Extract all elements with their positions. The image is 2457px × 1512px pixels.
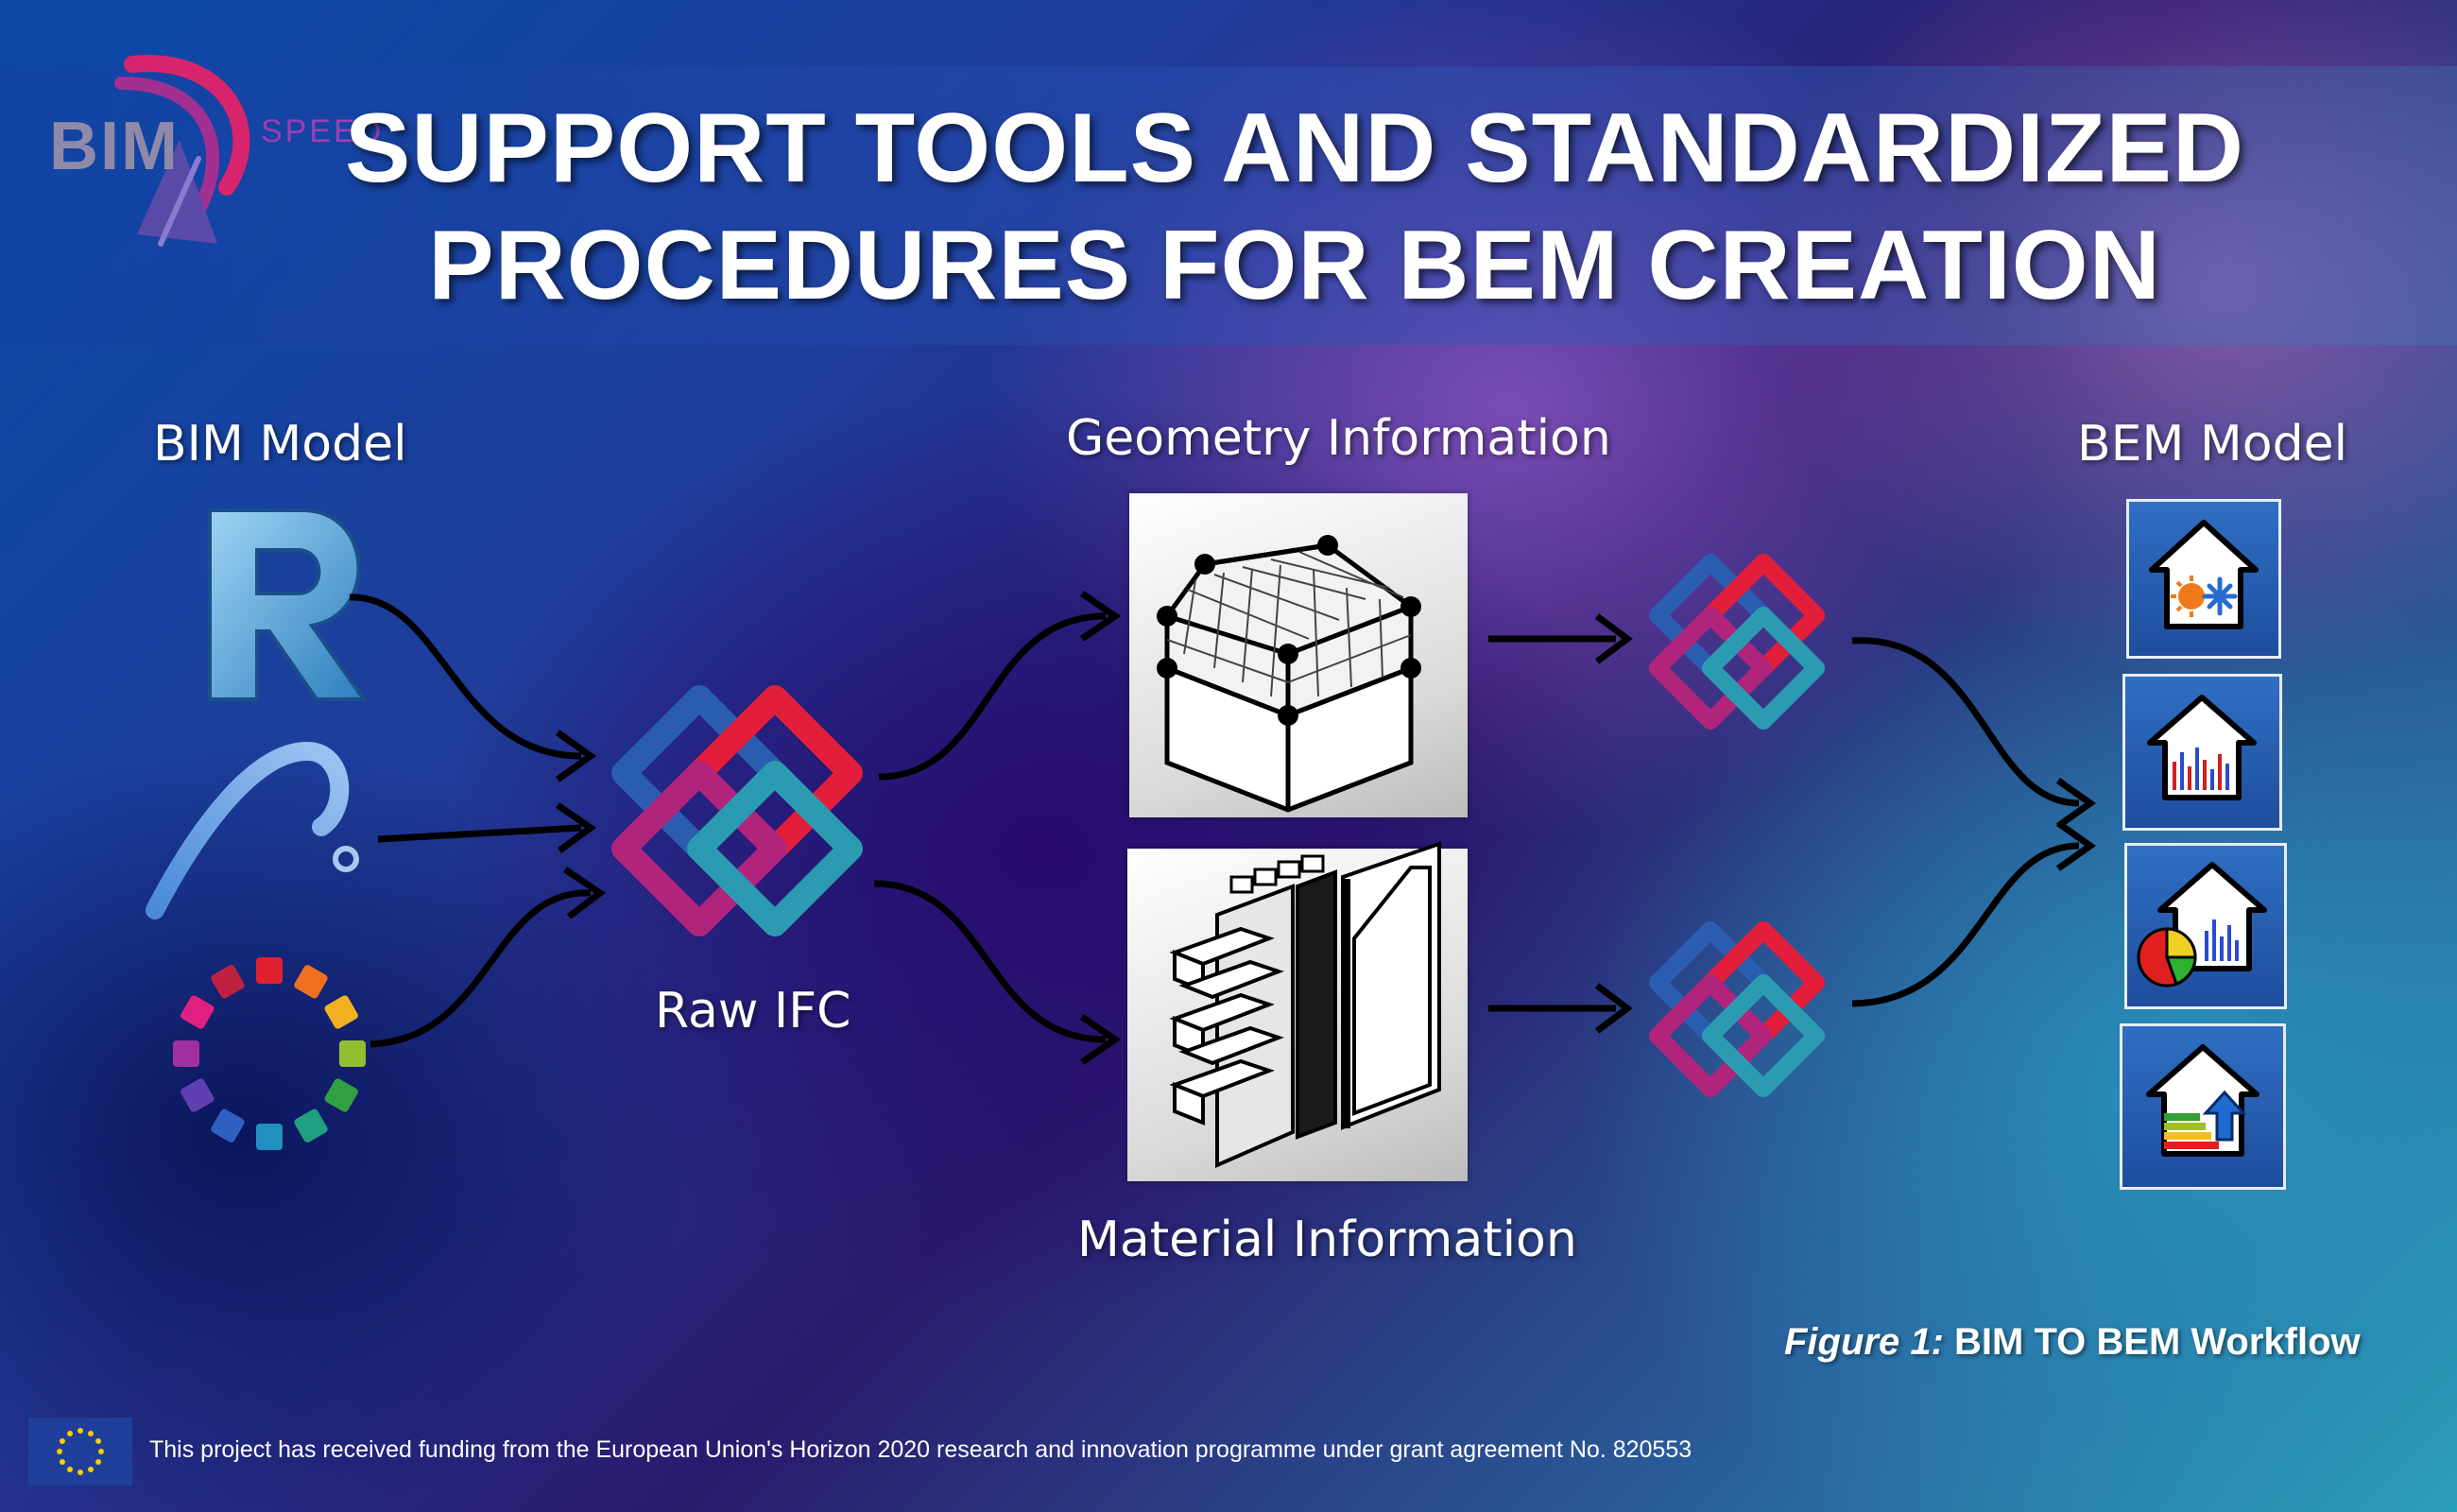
color-wheel-segment (294, 1108, 328, 1143)
arrowhead-7 (1594, 983, 1633, 1034)
color-wheel-segment (211, 965, 245, 999)
color-wheel-segment (339, 1040, 366, 1067)
arrowhead-6 (1594, 613, 1633, 664)
ifc-ring-3 (1648, 973, 1773, 1098)
arrow-ifc-to-bem-top (1851, 637, 2080, 807)
eu-star (77, 1428, 83, 1434)
color-wheel-segment (324, 995, 358, 1029)
eu-star (59, 1438, 65, 1444)
eu-star (98, 1449, 104, 1454)
ifc-logo-geometry-icon (1648, 553, 1826, 730)
geometry-panel (1129, 493, 1468, 817)
eu-star (59, 1459, 65, 1465)
bim-model-label: BIM Model (153, 416, 407, 472)
arrowhead-2 (556, 802, 597, 853)
ifc-ring-4 (1701, 606, 1826, 730)
arrowhead-4 (1080, 591, 1122, 642)
ifc-logo-material-icon (1648, 920, 1826, 1098)
arrow-wheel-to-ifc (369, 889, 592, 1048)
color-wheel-segment (256, 1124, 283, 1150)
bem-model-label: BEM Model (2077, 416, 2348, 472)
archicad-icon (146, 741, 359, 919)
logo-bim-text: BIM (49, 109, 180, 184)
eu-star (95, 1438, 102, 1444)
arrowhead-1 (555, 730, 597, 782)
color-wheel-segment (180, 1078, 215, 1112)
geometry-information-label: Geometry Information (1066, 410, 1611, 467)
eu-star (67, 1430, 73, 1436)
color-wheel-segment (294, 965, 328, 999)
color-wheel-icon (173, 957, 366, 1150)
eu-star (88, 1467, 94, 1473)
color-wheel-segment (173, 1040, 199, 1067)
bem-energy-rating-tile[interactable] (2120, 1023, 2286, 1190)
color-wheel-segment (180, 995, 215, 1029)
arrow-revit-to-ifc (349, 593, 582, 760)
arrow-ifc-to-material (873, 880, 1107, 1043)
arrow-ifc-bottom-to-bem (1851, 842, 2080, 1007)
eu-star (77, 1469, 83, 1475)
ifc-ring-3 (611, 761, 787, 936)
funding-notice: This project has received funding from t… (149, 1436, 1692, 1463)
bem-heating-cooling-tile[interactable] (2126, 499, 2281, 659)
title-line-2: PROCEDURES FOR BEM CREATION (428, 211, 2161, 320)
figure-caption-text: BIM TO BEM Workflow (1954, 1321, 2361, 1363)
logo-swirl-icon (114, 55, 250, 247)
arrowhead-3 (563, 867, 607, 919)
color-wheel-segment (256, 957, 283, 984)
arrow-ifc-to-geometry (878, 612, 1107, 781)
material-information-label: Material Information (1077, 1211, 1577, 1268)
geometry-house-icon (1157, 535, 1421, 813)
page-title: SUPPORT TOOLS AND STANDARDIZED PROCEDURE… (321, 90, 2268, 324)
arrowhead-8 (2055, 778, 2097, 829)
eu-star (95, 1459, 102, 1465)
raw-ifc-label: Raw IFC (655, 983, 851, 1040)
bem-analysis-chart-tile[interactable] (2124, 843, 2287, 1009)
arrow-archicad-to-ifc (377, 824, 582, 843)
eu-star (67, 1467, 73, 1473)
analysis-chart-icon (2137, 862, 2267, 988)
revit-icon (208, 508, 368, 701)
color-wheel-segment (211, 1108, 245, 1143)
bim-speed-logo: BIM SPEED (38, 45, 381, 253)
ifc-logo-icon (611, 685, 863, 936)
arrowhead-5 (1080, 1014, 1122, 1065)
eu-star (88, 1430, 94, 1436)
heating-cooling-icon (2149, 520, 2259, 629)
title-line-1: SUPPORT TOOLS AND STANDARDIZED (345, 94, 2244, 203)
figure-caption-prefix: Figure 1: (1784, 1321, 1944, 1363)
material-panel (1127, 841, 1468, 1181)
logo-speed-text: SPEED (261, 113, 385, 149)
color-wheel-segment (324, 1078, 358, 1112)
title-band (0, 66, 2457, 345)
eu-flag-icon (28, 1418, 132, 1486)
ifc-ring-4 (1701, 973, 1826, 1098)
energy-rating-icon (2146, 1044, 2259, 1157)
arrowhead-9 (2055, 820, 2097, 871)
material-wall-icon (1169, 841, 1441, 1169)
ifc-ring-4 (687, 761, 863, 936)
bem-energy-chart-tile[interactable] (2122, 674, 2282, 831)
ifc-ring-3 (1648, 606, 1773, 730)
figure-caption: Figure 1: BIM TO BEM Workflow (1784, 1321, 2361, 1364)
energy-chart-icon (2147, 695, 2257, 800)
eu-star (57, 1449, 62, 1454)
